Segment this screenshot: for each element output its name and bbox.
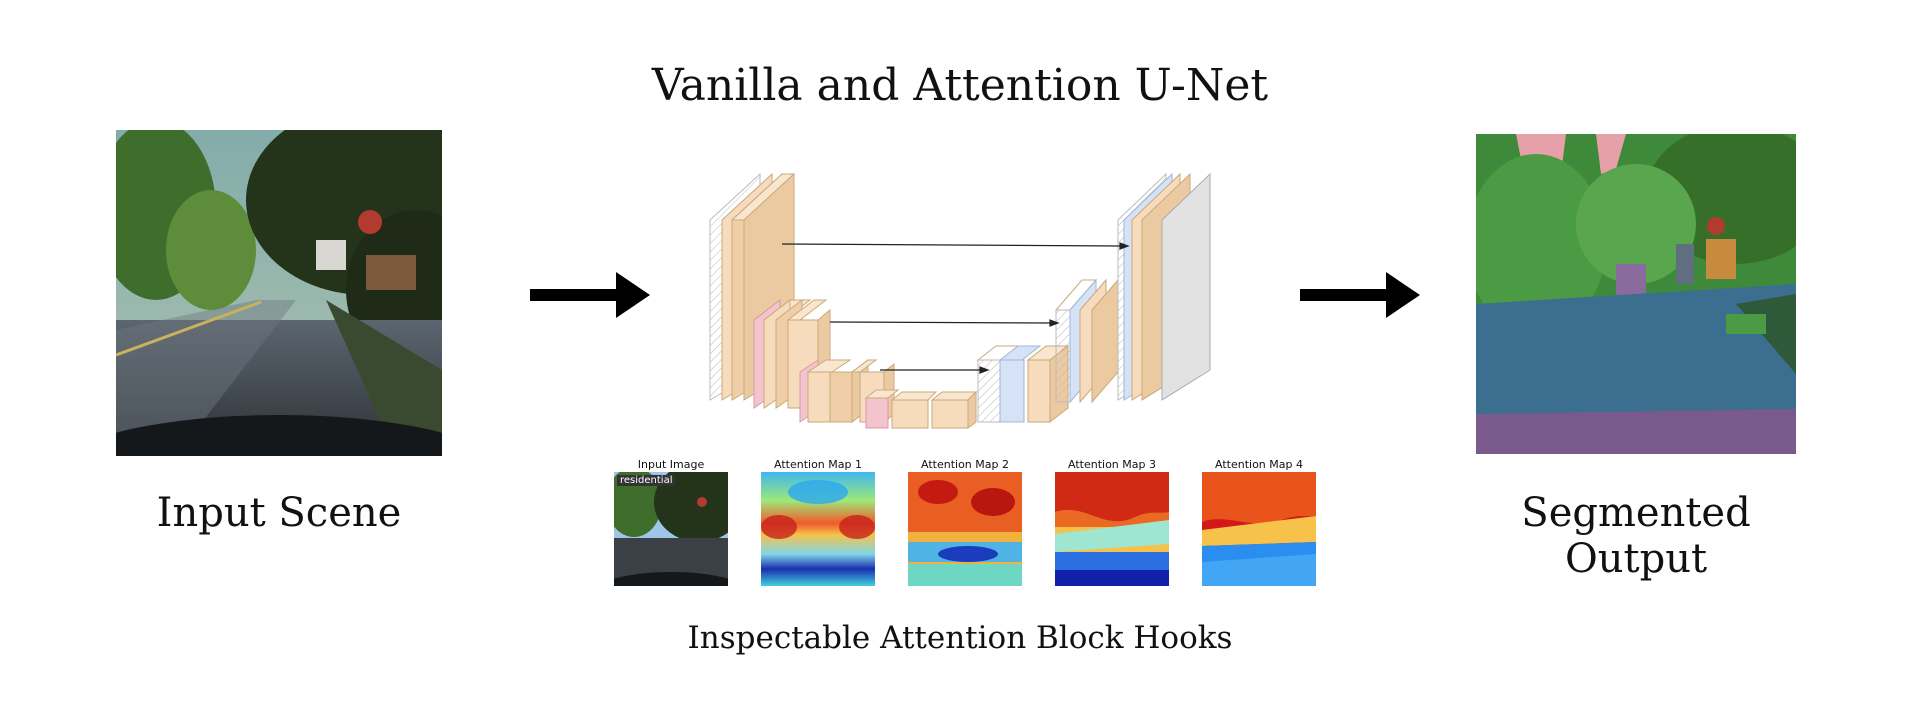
diagram-title: Vanilla and Attention U-Net — [651, 60, 1269, 111]
output-block — [1161, 172, 1211, 401]
skip-connection-1 — [781, 243, 1121, 247]
input-scene-caption: Input Scene — [156, 490, 402, 536]
unet-architecture-diagram — [700, 160, 1240, 430]
thumbnail-input-image: residential — [614, 472, 728, 586]
segmented-output-image — [1476, 134, 1796, 454]
thumbnail-label-attention-1: Attention Map 1 — [774, 458, 862, 471]
thumbnail-label-attention-2: Attention Map 2 — [921, 458, 1009, 471]
attention-map-2 — [908, 472, 1022, 586]
attention-map-4 — [1202, 472, 1316, 586]
thumbnail-label-attention-3: Attention Map 3 — [1068, 458, 1156, 471]
attention-block-4 — [865, 397, 889, 429]
scene-badge: residential — [617, 475, 676, 486]
attention-hooks-caption: Inspectable Attention Block Hooks — [687, 620, 1233, 656]
thumbnail-label-input: Input Image — [637, 458, 705, 471]
arrow-right-icon — [530, 270, 650, 320]
attention-map-1 — [761, 472, 875, 586]
attention-map-3 — [1055, 472, 1169, 586]
arrow-right-icon — [1300, 270, 1420, 320]
thumbnail-label-attention-4: Attention Map 4 — [1215, 458, 1303, 471]
input-scene-image — [116, 130, 442, 456]
segmented-output-caption: Segmented Output — [1521, 490, 1751, 582]
skip-connection-2 — [829, 321, 1051, 324]
